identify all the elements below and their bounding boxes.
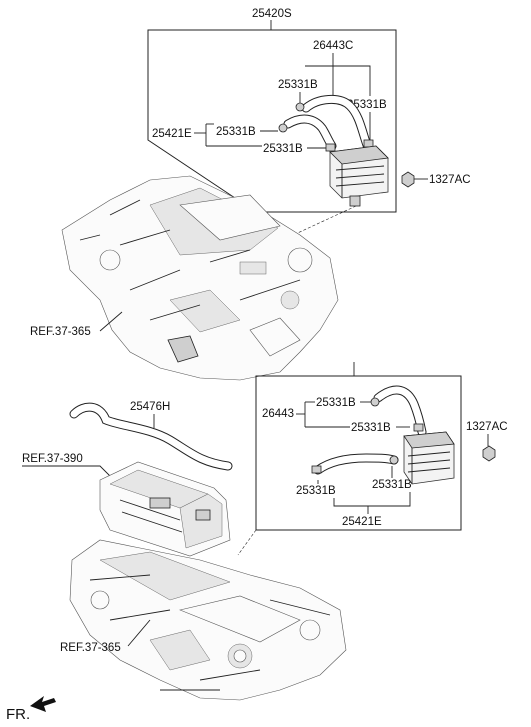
ref-bottom-arrow [127,619,151,647]
clamp-t1-label: 25331B [278,79,318,91]
bolt-top-label: 1327AC [429,174,471,186]
hose-bottom-label: 25421E [342,516,382,528]
oil-cooler-top [329,145,389,207]
front-arrow-icon [30,696,56,712]
clamp-b1 [370,397,380,407]
clamp-b3 [311,465,322,474]
ref-top-label: REF.37-365 [30,326,91,338]
ref-bottom-label: REF.37-365 [60,642,121,654]
assembly-top-label: 25420S [252,8,292,20]
inverter-unit [99,461,231,557]
bolt-top-icon [401,171,415,188]
lower-drive-unit [69,539,347,701]
bottom-assembly-frame [255,375,462,531]
bolt-bottom-icon [482,445,496,462]
clamp-b3-label: 25331B [296,485,336,497]
clamp-b4-label: 25331B [372,479,412,491]
hose-top-bracket [332,53,371,96]
clamp-t4-label: 25331B [263,143,303,155]
hose-top-label: 26443C [313,40,353,52]
hose-bottom-bracket [333,492,411,507]
hose-mid-label: 26443 [262,408,294,420]
clamp-b4 [389,455,399,465]
clamp-b1-label: 25331B [316,397,356,409]
hose-top-fill [302,96,372,152]
hose-bottom-fill [314,454,398,474]
ref-top-arrow [99,311,123,332]
ref-mid-label: REF.37-390 [22,453,83,465]
bottom-assembly-dashed-leader [237,529,257,556]
bolt-bottom-label: 1327AC [466,421,508,433]
pipe-fill [70,403,232,470]
clamp-t3-label: 25331B [216,126,256,138]
hose-left-top-fill [284,115,336,150]
clamp-t4 [325,143,336,152]
front-label: FR. [6,706,30,723]
oil-cooler-bottom [403,431,455,485]
upper-drive-unit [61,175,339,381]
clamp-t2 [363,139,374,148]
clamp-t1 [295,102,305,112]
pipe-label: 25476H [130,401,170,413]
clamp-b2 [413,423,424,432]
top-assembly-frame [147,29,397,213]
hose-left-top-label: 25421E [152,128,192,140]
ref-mid-leader [22,465,113,479]
clamp-t3 [278,123,288,133]
clamp-b2-label: 25331B [351,422,391,434]
